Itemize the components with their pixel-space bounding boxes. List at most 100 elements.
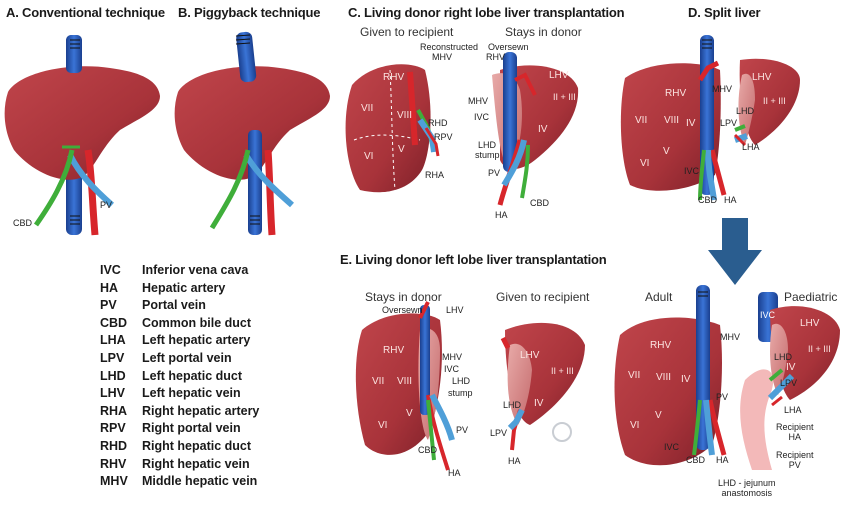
legend-full-name: Portal vein [142, 298, 206, 313]
d-lhd-label: LHD [736, 106, 755, 116]
liver-right-lobe [345, 64, 431, 193]
segment-ii-iii: II + III [763, 96, 786, 106]
panel-a-graphic [4, 35, 160, 236]
segment-viii: VIII [397, 376, 413, 387]
segment-lhv: LHV [520, 350, 540, 361]
legend-abbr: CBD [100, 315, 128, 330]
segment-vi: VI [640, 158, 650, 169]
legend-full-name: Left portal vein [142, 351, 232, 365]
d-lpv-label: LPV [720, 118, 738, 128]
d2-recipient-ha-label: Recipient HA [776, 422, 814, 442]
c-mhv-label: MHV [432, 52, 452, 62]
legend-abbr: PV [100, 298, 117, 313]
bile-duct [33, 149, 75, 227]
c-rpv-label: RPV [434, 132, 453, 142]
e-pv-label: PV [456, 425, 469, 435]
d2-ha-label: HA [716, 455, 729, 465]
segment-rhv: RHV [650, 340, 672, 351]
legend-abbr: RHD [100, 439, 128, 453]
legend-abbr: LHA [100, 333, 126, 348]
d-mhv-label: MHV [712, 84, 732, 94]
liver-shape [174, 66, 330, 180]
segment-viii: VIII [664, 115, 680, 126]
legend-full-name: Right portal vein [142, 421, 241, 436]
segment-iv: IV [538, 124, 548, 135]
legend-full-name: Common bile duct [142, 315, 252, 330]
a-pv-label: PV [100, 200, 113, 210]
e-lpv-label: LPV [490, 428, 508, 438]
d2-lpv-label: LPV [780, 378, 798, 388]
c-mhv2-label: MHV [468, 96, 488, 106]
d2-recipient-pv-label: Recipient PV [776, 450, 814, 470]
segment-vi: VI [364, 151, 374, 162]
d-ha-label: HA [724, 195, 737, 205]
e-mhv-label: MHV [442, 352, 462, 362]
c-lhd-label: LHD [478, 140, 497, 150]
legend-full-name: Right hepatic vein [142, 456, 250, 471]
segment-v: V [398, 144, 405, 155]
segment-rhv: RHV [383, 72, 405, 83]
d2-cbd-label: CBD [686, 455, 706, 465]
e-ha-label: HA [448, 468, 461, 478]
d2-lhd-jejunum-label: LHD - jejunum anastomosis [718, 478, 776, 498]
c-pv-label: PV [488, 168, 501, 178]
e-ha2-label: HA [508, 456, 521, 466]
segment-lhv: LHV [752, 72, 772, 83]
e-cbd-label: CBD [418, 445, 438, 455]
legend-abbr: LHV [100, 386, 125, 401]
segment-iv: IV [681, 374, 691, 385]
legend-abbr: IVC [100, 263, 121, 277]
c-stays-subtitle: Stays in donor [505, 25, 582, 39]
d-ivc-label: IVC [684, 166, 700, 176]
segment-ii-iii: II + III [551, 366, 574, 376]
legend-full-name: Left hepatic duct [142, 368, 243, 383]
e-ivc-label: IVC [444, 364, 460, 374]
segment-lhv: LHV [800, 318, 820, 329]
d-paediatric-subtitle: Paediatric [784, 290, 838, 304]
segment-rhv: RHV [665, 88, 687, 99]
a-cbd-label: CBD [13, 218, 33, 228]
segment-iv: IV [686, 118, 696, 129]
jejunum-loop [740, 369, 774, 470]
c-ivc-label: IVC [474, 112, 490, 122]
segment-rhv: RHV [383, 345, 405, 356]
segment-vii: VII [628, 370, 641, 381]
legend-full-name: Right hepatic artery [142, 403, 260, 418]
c-reconstructed-label: Reconstructed [420, 42, 479, 52]
c-rhv-label: RHV [486, 52, 506, 62]
panel-c-title: C. Living donor right lobe liver transpl… [348, 5, 625, 20]
e-lhd-label: LHD [452, 376, 471, 386]
panel-b-title: B. Piggyback technique [178, 5, 321, 20]
segment-v: V [663, 146, 670, 157]
ivc-vessel [503, 52, 517, 172]
c-rhd-label: RHD [428, 118, 448, 128]
legend-full-name: Left hepatic artery [142, 333, 251, 348]
e-lhd2-label: LHD [503, 400, 522, 410]
d-cbd-label: CBD [698, 195, 718, 205]
segment-vii: VII [635, 115, 648, 126]
legend-abbr: LHD [100, 368, 126, 383]
legend-abbr: MHV [100, 474, 128, 489]
ivc-vessel [420, 305, 430, 415]
panel-d-graphic [620, 35, 800, 285]
e-oversewn-label: Oversewn [382, 305, 423, 315]
liver-shape [4, 66, 160, 180]
watermark-icon [552, 422, 572, 442]
e-stump-label: stump [448, 388, 473, 398]
segment-vii: VII [372, 376, 385, 387]
segment-v: V [406, 408, 413, 419]
segment-vii: VII [361, 103, 374, 114]
panel-d-title: D. Split liver [688, 5, 761, 20]
bile-duct [209, 149, 251, 230]
legend-full-name: Right hepatic duct [142, 439, 252, 453]
liver-adult-graft [620, 63, 721, 191]
panel-e-title: E. Living donor left lobe liver transpla… [340, 252, 607, 267]
ivc-vessel [236, 31, 257, 83]
d2-lha-label: LHA [784, 405, 802, 415]
hepatic-artery [264, 149, 276, 236]
d-adult-subtitle: Adult [645, 290, 673, 304]
c-rha-label: RHA [425, 170, 445, 180]
d2-pv-label: PV [716, 392, 729, 402]
portal-vein [67, 153, 114, 208]
